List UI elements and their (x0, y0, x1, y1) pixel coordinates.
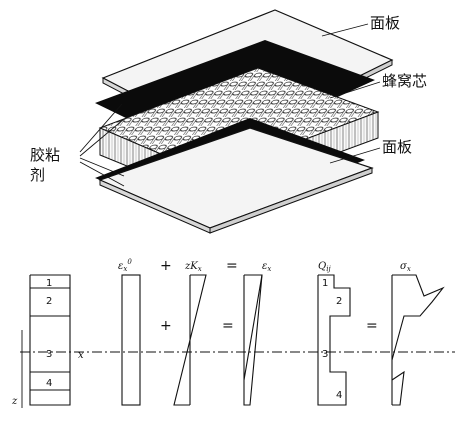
layer-label-2: 2 (46, 296, 52, 307)
leader-lines (79, 23, 381, 187)
curvature-symbol: zK (184, 261, 198, 272)
stress-symbol: σ (400, 261, 408, 272)
operator-equals-top: = (226, 258, 238, 274)
stiffness-distribution (317, 274, 351, 406)
initial-strain-superscript: 0 (127, 258, 132, 266)
operator-plus-top: + (160, 258, 172, 274)
operator-equals-right: = (366, 318, 378, 334)
curvature-subscript: x (198, 265, 202, 273)
total-strain-label: εx (262, 261, 271, 273)
operator-equals-mid: = (222, 318, 234, 334)
total-strain-symbol: ε (262, 261, 267, 272)
label-honeycomb-core: 蜂窝芯 (382, 72, 427, 90)
initial-strain-subscript: x (123, 265, 127, 273)
stiffness-symbol: Q (318, 261, 326, 272)
layer-label-4: 4 (46, 378, 52, 389)
stiffness-layer-1: 1 (322, 278, 328, 289)
stress-strain-diagram: 1 2 3 4 x z εx0 + + zKx = = (11, 258, 455, 408)
label-face-sheet-top: 面板 (370, 14, 400, 32)
stress-subscript: x (407, 265, 411, 273)
stiffness-layer-3: 3 (322, 349, 328, 360)
layer-label-1: 1 (46, 278, 52, 289)
operator-plus-mid: + (160, 318, 172, 334)
stiffness-subscript: ij (326, 265, 331, 273)
curvature-label: zKx (184, 261, 202, 273)
initial-strain-symbol: ε (118, 261, 123, 272)
layer-label-3: 3 (46, 349, 52, 360)
laminate-cross-section (29, 274, 71, 406)
stiffness-layer-2: 2 (336, 296, 342, 307)
initial-strain-distribution (121, 274, 141, 406)
label-adhesive-line2: 剂 (30, 166, 45, 184)
total-strain-subscript: x (267, 265, 271, 273)
stress-distribution (391, 274, 445, 406)
bending-strain-distribution (173, 274, 207, 406)
sandwich-exploded-view: 面板 蜂窝芯 胶粘 剂 面板 (30, 9, 427, 234)
svg-text:εx0: εx0 (118, 258, 132, 273)
total-strain-distribution (243, 274, 263, 406)
axis-label-z: z (11, 396, 18, 407)
stress-label: σx (400, 261, 411, 273)
stiffness-layer-4: 4 (336, 390, 342, 401)
label-face-sheet-bottom: 面板 (382, 138, 412, 156)
label-adhesive-line1: 胶粘 (30, 146, 60, 164)
stiffness-label: Qij (318, 261, 331, 273)
bottom-face-sheet (98, 127, 374, 234)
axis-label-x: x (78, 350, 84, 361)
initial-strain-label: εx0 (118, 258, 132, 273)
